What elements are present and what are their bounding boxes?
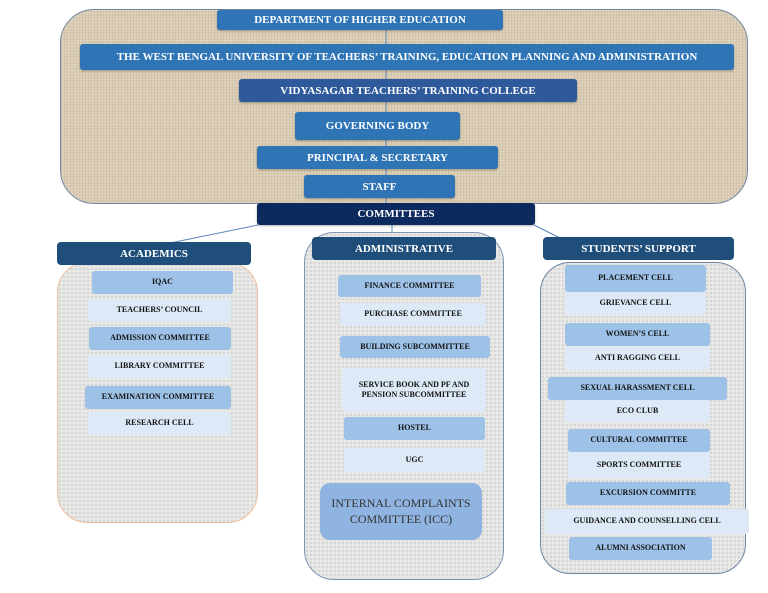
students-support-item: WOMEN’S CELL xyxy=(565,323,710,346)
node-college: VIDYASAGAR TEACHERS’ TRAINING COLLEGE xyxy=(239,79,577,102)
node-governing-body: GOVERNING BODY xyxy=(295,112,460,140)
students-support-item: PLACEMENT CELL xyxy=(565,265,706,292)
administrative-item: BUILDING SUBCOMMITTEE xyxy=(340,336,490,358)
academics-header: ACADEMICS xyxy=(57,242,251,265)
administrative-item: INTERNAL COMPLAINTS COMMITTEE (ICC) xyxy=(320,483,482,540)
academics-item: ADMISSION COMMITTEE xyxy=(89,327,231,350)
hierarchy-panel xyxy=(60,9,748,204)
students-support-item: GRIEVANCE CELL xyxy=(565,292,706,315)
administrative-item: SERVICE BOOK AND PF AND PENSION SUBCOMMI… xyxy=(342,368,486,412)
students-support-item: EXCURSION COMMITTE xyxy=(566,482,730,505)
administrative-header: ADMINISTRATIVE xyxy=(312,237,496,260)
students-support-item: ALUMNI ASSOCIATION xyxy=(569,537,712,560)
students-support-item: ANTI RAGGING CELL xyxy=(565,347,710,370)
students-support-item: ECO CLUB xyxy=(565,400,710,422)
node-staff: STAFF xyxy=(304,175,455,198)
administrative-item: UGC xyxy=(344,448,485,472)
node-university: THE WEST BENGAL UNIVERSITY OF TEACHERS’ … xyxy=(80,44,734,70)
administrative-item: PURCHASE COMMITTEE xyxy=(340,303,486,326)
students-support-item: SPORTS COMMITTEE xyxy=(568,452,710,478)
node-committees: COMMITTEES xyxy=(257,203,535,225)
node-principal: PRINCIPAL & SECRETARY xyxy=(257,146,498,169)
administrative-item: HOSTEL xyxy=(344,417,485,440)
academics-item: TEACHERS’ COUNCIL xyxy=(88,299,231,322)
students-support-item: GUIDANCE AND COUNSELLING CELL xyxy=(545,509,749,534)
students-support-item: SEXUAL HARASSMENT CELL xyxy=(548,377,727,400)
administrative-item: FINANCE COMMITTEE xyxy=(338,275,481,297)
academics-item: RESEARCH CELL xyxy=(88,412,231,435)
academics-item: LIBRARY COMMITTEE xyxy=(88,355,231,378)
students-support-item: CULTURAL COMMITTEE xyxy=(568,429,710,452)
academics-item: EXAMINATION COMMITTEE xyxy=(85,386,231,409)
students-support-header: STUDENTS’ SUPPORT xyxy=(543,237,734,260)
academics-item: IQAC xyxy=(92,271,233,294)
node-department: DEPARTMENT OF HIGHER EDUCATION xyxy=(217,10,503,30)
